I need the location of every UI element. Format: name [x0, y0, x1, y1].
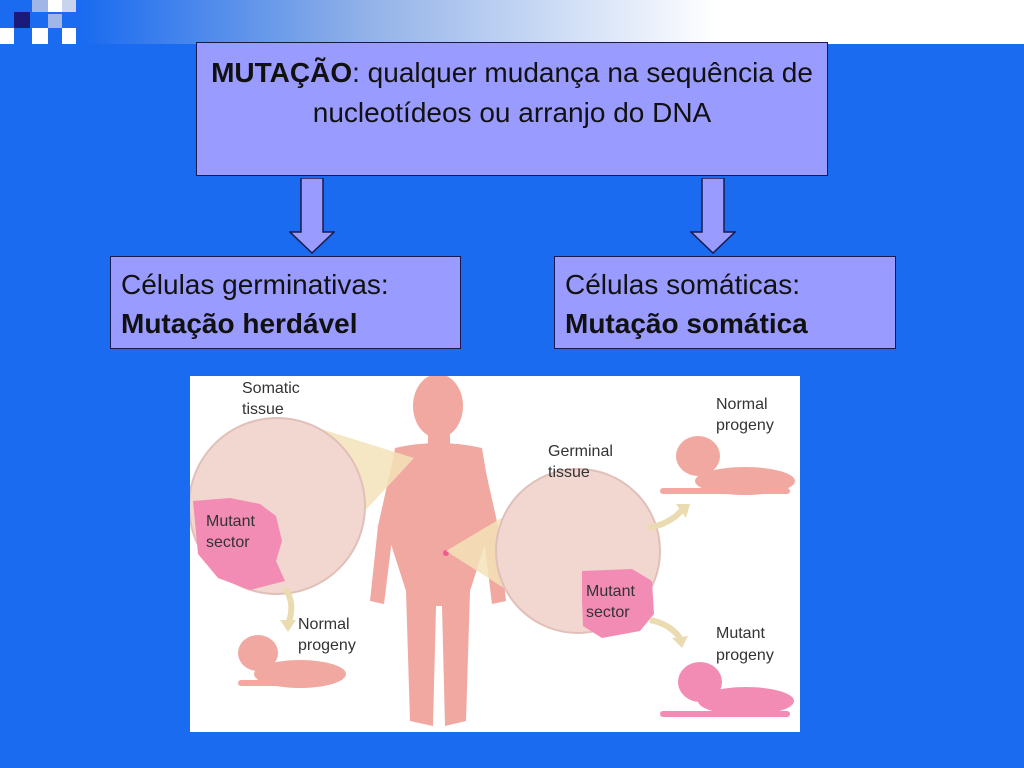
- mutant-sector-right-label-2: sector: [586, 604, 630, 621]
- germinal-tissue-label-1: Germinal: [548, 443, 613, 460]
- down-arrow-left-icon: [289, 178, 335, 254]
- decor-square: [32, 0, 48, 12]
- decor-square: [48, 0, 62, 12]
- decor-square: [14, 12, 30, 28]
- mutant-sector-right-label-1: Mutant: [586, 583, 635, 600]
- decor-square: [32, 28, 48, 44]
- somatic-tissue-label-1: Somatic: [242, 380, 300, 397]
- mutant-progeny-label-1: Mutant: [716, 625, 765, 642]
- mutation-illustration: Somatic tissue Germinal tissue Mutant se…: [188, 374, 800, 732]
- down-arrow-right-icon: [690, 178, 736, 254]
- somatic-cells-label: Células somáticas:: [565, 269, 800, 300]
- mutant-sector-left-label-1: Mutant: [206, 513, 255, 530]
- decor-square: [0, 28, 14, 44]
- normal-progeny-baby-left: [238, 635, 346, 688]
- mutant-progeny-label-2: progeny: [716, 647, 774, 664]
- germline-cells-label: Células germinativas:: [121, 269, 389, 300]
- normal-progeny-right-label-1: Normal: [716, 396, 768, 413]
- somatic-cells-box: Células somáticas: Mutação somática: [554, 256, 896, 349]
- decor-square: [62, 28, 76, 44]
- somatic-mutation-label: Mutação somática: [565, 308, 808, 339]
- germinal-tissue-label-2: tissue: [548, 464, 590, 481]
- decor-square: [62, 0, 76, 12]
- mutant-sector-left-label-2: sector: [206, 534, 250, 551]
- mutation-term: MUTAÇÃO: [211, 57, 353, 88]
- normal-progeny-left-label-1: Normal: [298, 616, 350, 633]
- normal-progeny-right-label-2: progeny: [716, 417, 774, 434]
- arrow-to-normal-progeny-icon: [647, 507, 685, 531]
- normal-progeny-baby-right: [660, 436, 795, 495]
- heritable-mutation-label: Mutação herdável: [121, 308, 358, 339]
- illustration-svg: Somatic tissue Germinal tissue Mutant se…: [188, 374, 795, 726]
- germinal-mutant-sector: [582, 569, 654, 638]
- arrow-to-mutant-progeny-icon: [649, 617, 683, 640]
- mutant-progeny-baby: [660, 662, 794, 717]
- normal-progeny-left-label-2: progeny: [298, 637, 356, 654]
- germline-cells-box: Células germinativas: Mutação herdável: [110, 256, 461, 349]
- decor-square: [48, 14, 62, 28]
- mutation-definition: : qualquer mudança na sequência de nucle…: [312, 57, 813, 128]
- mutation-definition-box: MUTAÇÃO: qualquer mudança na sequência d…: [196, 42, 828, 176]
- somatic-tissue-label-2: tissue: [242, 401, 284, 418]
- header-gradient-bar: [0, 0, 1024, 44]
- arrow-somatic-to-progeny-icon: [282, 586, 295, 626]
- somatic-mutant-sector: [193, 498, 285, 590]
